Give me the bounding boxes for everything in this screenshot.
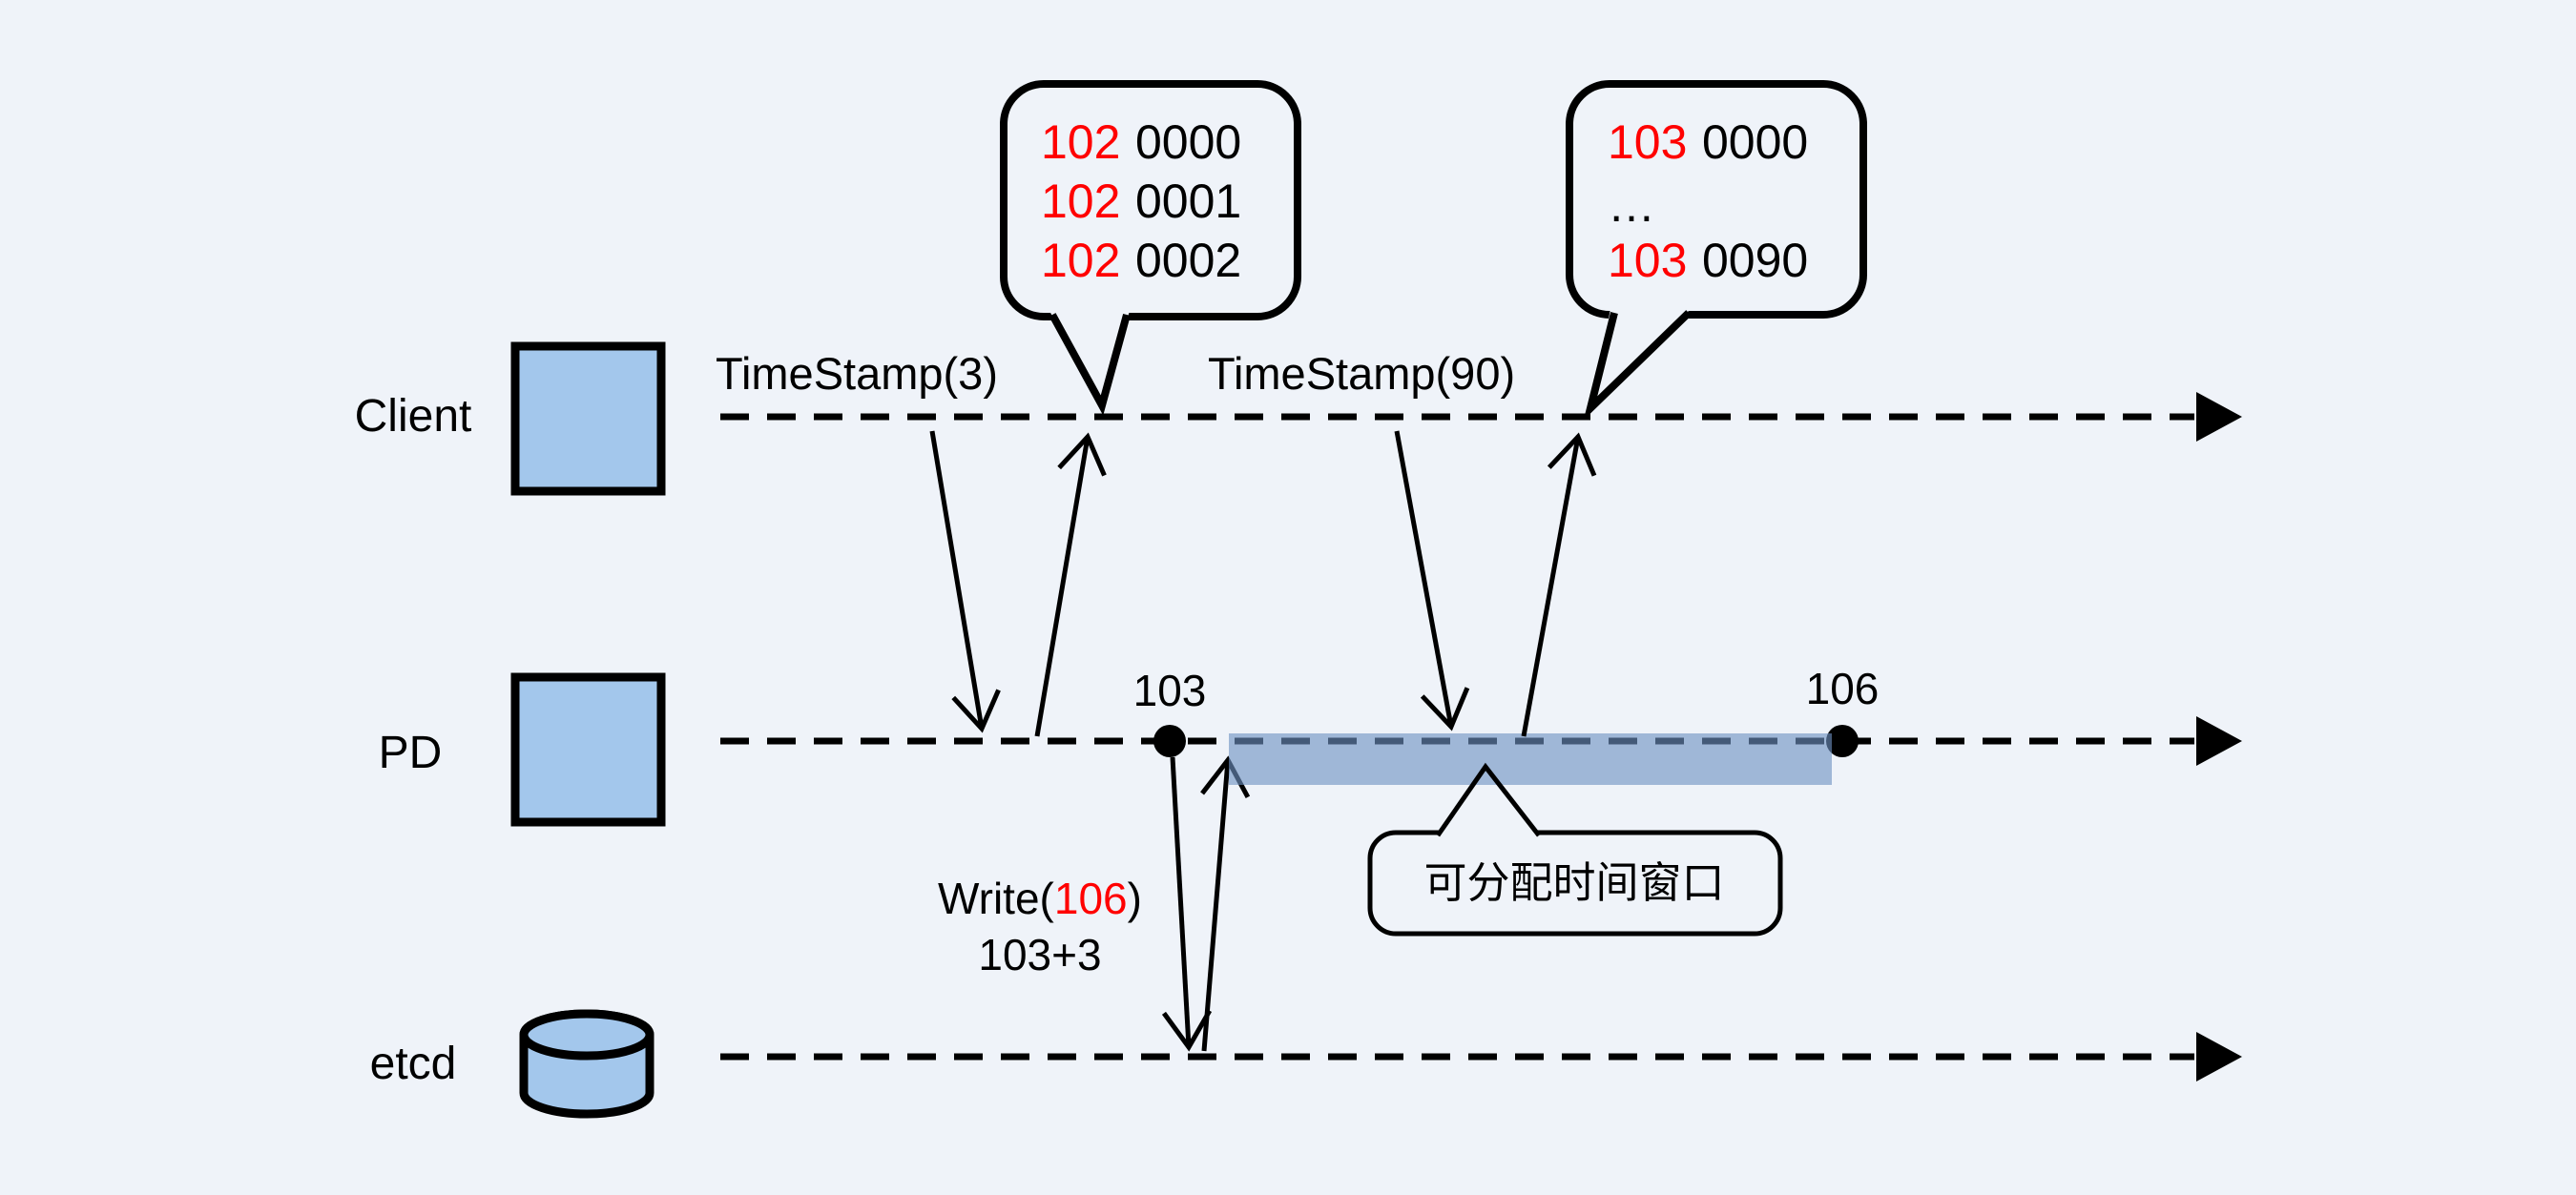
window-callout-label: 可分配时间窗口 [1423,858,1724,907]
timestamp90-label: TimeStamp(90) [1208,348,1515,399]
batch90-line-1: 103 0000 [1608,115,1808,169]
batch90-line-3-ts: 103 [1608,234,1687,287]
batch90-bubble-border [1566,80,1867,319]
batch3-line-1-logical: 0000 [1135,115,1241,169]
pd-lane-label: PD [379,728,443,778]
timestamp90-request-arrow [1394,430,1470,731]
write-response-arrow [1200,755,1251,1052]
client-lane-label: Client [355,391,472,442]
ts-103-label: 103 [1133,666,1207,715]
write-label-suffix: ) [1128,874,1142,923]
timestamp90-response-arrow [1521,432,1597,737]
batch90-line-1-ts: 103 [1608,115,1687,169]
pd-timeline-arrowhead-icon [2196,716,2242,766]
etcd-timeline-arrowhead-icon [2196,1032,2242,1082]
pd-node [510,672,666,827]
allocatable-window-bar [1229,733,1832,785]
batch3-bubble-tail [1049,313,1131,416]
batch3-line-1: 102 0000 [1041,115,1241,169]
write-request-arrow [1161,756,1213,1052]
timestamp3-request-arrow [929,430,1001,733]
window-callout: 可分配时间窗口 [1367,762,1783,937]
batch90-line-3-logical: 0090 [1702,234,1808,287]
batch3-bubble-tail-fill [1049,311,1130,405]
write-label: Write(106) [938,874,1142,923]
batch90-bubble-tail [1583,310,1692,421]
batch3-bubble: 102 0000 102 0001 102 0002 [1000,80,1301,416]
write-label-value: 106 [1054,874,1128,923]
ts-103-dot [1153,725,1186,757]
client-timeline-arrowhead-icon [2196,392,2242,442]
batch3-line-1-ts: 102 [1041,115,1120,169]
client-node [510,341,666,496]
write-label-prefix: Write( [938,874,1054,923]
batch3-bubble-border [1000,80,1301,320]
batch3-line-2-ts: 102 [1041,175,1120,228]
batch3-line-3-ts: 102 [1041,234,1120,287]
batch90-line-3: 103 0090 [1608,234,1808,287]
etcd-lane-label: etcd [370,1039,457,1089]
etcd-cylinder-top [519,1009,654,1061]
window-callout-tail [1435,762,1541,837]
timestamp3-response-arrow [1034,432,1107,737]
batch3-line-2: 102 0001 [1041,175,1241,228]
ts-106-label: 106 [1806,664,1880,713]
ts-106-dot [1826,725,1859,757]
batch90-line-1-logical: 0000 [1702,115,1808,169]
batch90-bubble: 103 0000 … 103 0090 [1566,80,1867,421]
write-calc-label: 103+3 [978,930,1101,979]
window-callout-border [1367,830,1783,937]
batch3-line-2-logical: 0001 [1135,175,1241,228]
timestamp3-label: TimeStamp(3) [716,348,998,399]
batch3-line-3-logical: 0002 [1135,234,1241,287]
batch90-ellipsis: … [1608,178,1655,232]
etcd-database-icon [519,1009,654,1119]
batch3-line-3: 102 0002 [1041,234,1241,287]
